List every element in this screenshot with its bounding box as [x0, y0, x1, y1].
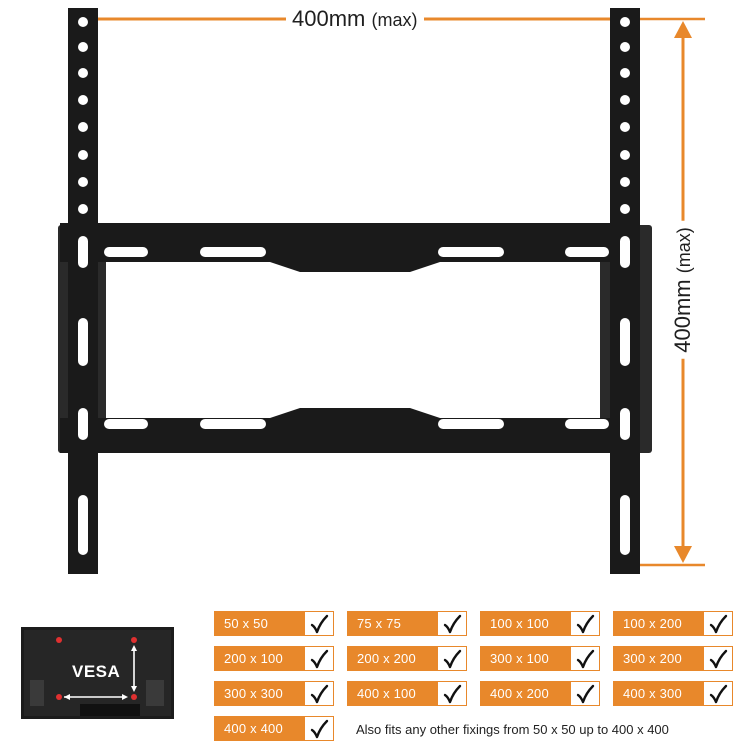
- check-icon: [304, 681, 334, 706]
- vesa-size-chip: 200 x 100: [214, 646, 334, 671]
- check-icon: [304, 611, 334, 636]
- vesa-size-label: 100 x 200: [613, 611, 703, 636]
- vesa-size-label: 100 x 100: [480, 611, 570, 636]
- check-icon: [304, 646, 334, 671]
- vesa-size-label: 200 x 100: [214, 646, 304, 671]
- vesa-size-label: 300 x 200: [613, 646, 703, 671]
- vesa-size-chip: 400 x 400: [214, 716, 334, 741]
- dimension-unit: mm: [328, 6, 366, 31]
- vesa-size-chip: 400 x 300: [613, 681, 733, 706]
- dimension-qualifier: (max): [371, 10, 418, 30]
- vesa-size-chip: 75 x 75: [347, 611, 467, 636]
- vesa-badge-label: VESA: [72, 662, 121, 681]
- dimension-label-horizontal: 400mm (max): [286, 8, 424, 30]
- dimension-value: 400: [292, 6, 329, 31]
- compatibility-note: Also fits any other fixings from 50 x 50…: [356, 722, 669, 737]
- check-icon: [570, 681, 600, 706]
- check-icon: [703, 611, 733, 636]
- vesa-size-chip: 300 x 300: [214, 681, 334, 706]
- bracket-upright-left: [68, 8, 98, 574]
- vesa-size-chip: 400 x 100: [347, 681, 467, 706]
- check-icon: [703, 646, 733, 671]
- vesa-size-chip: 50 x 50: [214, 611, 334, 636]
- vesa-size-label: 400 x 300: [613, 681, 703, 706]
- vesa-size-chip: 200 x 200: [347, 646, 467, 671]
- vesa-size-label: 400 x 400: [214, 716, 304, 741]
- vesa-size-label: 75 x 75: [347, 611, 437, 636]
- vesa-size-label: 400 x 200: [480, 681, 570, 706]
- check-icon: [304, 716, 334, 741]
- dimension-unit: mm: [670, 279, 695, 317]
- vesa-size-chip: 100 x 200: [613, 611, 733, 636]
- check-icon: [437, 681, 467, 706]
- vesa-size-label: 400 x 100: [347, 681, 437, 706]
- check-icon: [437, 611, 467, 636]
- bracket-crossbar-top: [60, 223, 640, 272]
- vesa-size-chip: 400 x 200: [480, 681, 600, 706]
- vesa-size-chip: 300 x 100: [480, 646, 600, 671]
- vesa-badge-illustration: [21, 627, 174, 719]
- check-icon: [570, 611, 600, 636]
- bracket-upright-right: [610, 8, 640, 574]
- check-icon: [437, 646, 467, 671]
- vesa-size-chip: 300 x 200: [613, 646, 733, 671]
- vesa-size-label: 300 x 300: [214, 681, 304, 706]
- dimension-value: 400: [670, 316, 695, 353]
- check-icon: [703, 681, 733, 706]
- dimension-qualifier: (max): [674, 227, 694, 274]
- vesa-size-label: 50 x 50: [214, 611, 304, 636]
- vesa-size-chip: 100 x 100: [480, 611, 600, 636]
- dimension-label-vertical: 400mm (max): [670, 221, 695, 359]
- vesa-size-label: 200 x 200: [347, 646, 437, 671]
- check-icon: [570, 646, 600, 671]
- vesa-size-label: 300 x 100: [480, 646, 570, 671]
- bracket-crossbar-bottom: [60, 408, 640, 453]
